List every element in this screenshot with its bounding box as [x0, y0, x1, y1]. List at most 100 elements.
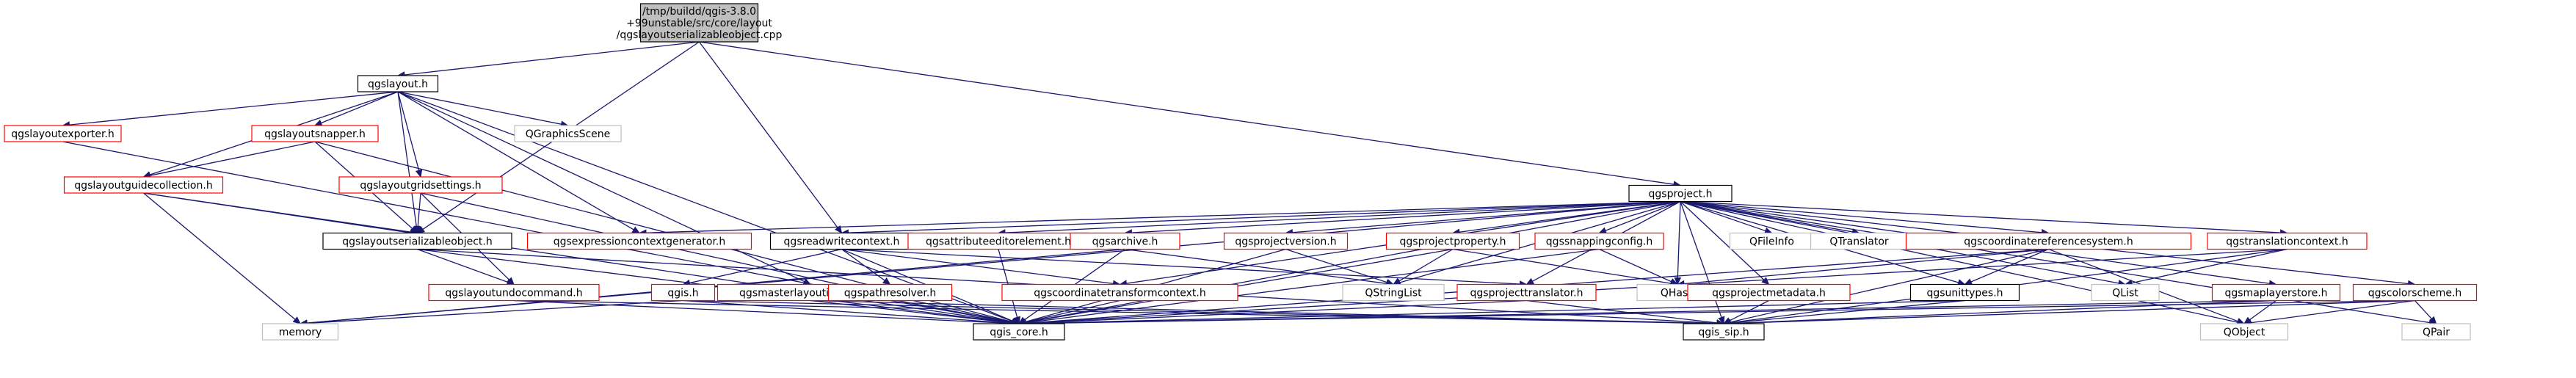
edge-line — [306, 299, 683, 324]
node-qobject[interactable]: QObject — [2199, 323, 2289, 341]
node-box — [1534, 232, 1664, 250]
edge-line — [1680, 200, 2238, 323]
node-qgsattributeeditorelement[interactable]: qgsattributeeditorelement.h — [907, 232, 1089, 250]
node-qgslayoutundocommand[interactable]: qgslayoutundocommand.h — [428, 283, 600, 302]
node-box — [1905, 232, 2192, 250]
edge-line — [1730, 299, 1965, 324]
node-label: qgsreadwritecontext.h — [784, 236, 900, 248]
node-qgsarchive[interactable]: qgsarchive.h — [1070, 232, 1180, 250]
edge-line — [1025, 248, 1600, 324]
node-qstringlist[interactable]: QStringList — [1342, 283, 1445, 302]
node-qgslayoutserializableobject[interactable]: qgslayoutserializableobject.h — [322, 232, 512, 250]
edge-line — [1459, 200, 1681, 233]
node-qgssnappingconfig[interactable]: qgssnappingconfig.h — [1534, 232, 1664, 250]
node-box — [1001, 283, 1238, 302]
dependency-edge — [2243, 299, 2415, 327]
edge-line — [698, 41, 838, 228]
node-qgsproject[interactable]: qgsproject.h — [1628, 184, 1733, 203]
node-label: qgslayoutexporter.h — [11, 128, 115, 140]
edge-arrowhead — [1718, 316, 1725, 325]
node-box — [526, 232, 752, 250]
node-box — [357, 75, 439, 92]
dependency-edge — [143, 192, 1020, 327]
node-qgslayoutsnapper[interactable]: qgslayoutsnapper.h — [251, 125, 379, 142]
node-qgslayout[interactable]: qgslayout.h — [357, 75, 439, 92]
edge-line — [397, 91, 1013, 322]
node-label: QStringList — [1365, 288, 1422, 299]
edge-line — [1025, 299, 1120, 323]
node-qgsprojectmetadata[interactable]: qgsprojectmetadata.h — [1687, 283, 1851, 302]
edge-line — [1683, 248, 2049, 285]
edge-line — [683, 299, 1718, 324]
edge-line — [1025, 299, 1965, 324]
node-qtranslator[interactable]: QTranslator — [1810, 232, 1909, 250]
node-label: qgsprojecttranslator.h — [1470, 288, 1583, 299]
node-qgis[interactable]: qgis.h — [650, 283, 716, 302]
node-qgsunittypes[interactable]: qgsunittypes.h — [1909, 283, 2020, 302]
node-label: qgis_core.h — [990, 327, 1048, 338]
dependency-edge — [299, 299, 683, 327]
node-box — [1223, 232, 1349, 250]
node-qgsprojecttranslator[interactable]: qgsprojecttranslator.h — [1456, 283, 1597, 302]
dependency-edge — [1680, 201, 1725, 325]
edge-line — [1025, 299, 1527, 324]
node-box — [1909, 283, 2020, 302]
node-qgspathresolver[interactable]: qgspathresolver.h — [827, 283, 953, 302]
node-qgraphicsscene[interactable]: QGraphicsScene — [514, 125, 622, 142]
node-qgslayoutguidecollection[interactable]: qgslayoutguidecollection.h — [63, 176, 224, 194]
node-qgsexpressioncontextgenerator[interactable]: qgsexpressioncontextgenerator.h — [526, 232, 752, 250]
node-label: qgspathresolver.h — [844, 288, 936, 299]
node-label: /qgslayoutserializableobject.cpp — [617, 29, 783, 41]
node-qgscoordinatereferencesystem[interactable]: qgscoordinatereferencesystem.h — [1905, 232, 2192, 250]
node-label: qgis_sip.h — [1698, 327, 1749, 338]
dependency-edge — [397, 91, 420, 234]
node-qgsreadwritecontext[interactable]: qgsreadwritecontext.h — [769, 232, 914, 250]
dependency-edge — [1285, 248, 1395, 286]
dependency-edge — [841, 248, 1528, 288]
node-qgscolorscheme[interactable]: qgscolorscheme.h — [2352, 283, 2478, 302]
node-qgscoordinatetransformcontext[interactable]: qgscoordinatetransformcontext.h — [1001, 283, 1238, 302]
edge-line — [1730, 299, 2415, 324]
edge-line — [1025, 200, 1681, 324]
node-box — [1456, 283, 1597, 302]
edge-line — [417, 248, 508, 283]
node-qgsprojectversion[interactable]: qgsprojectversion.h — [1223, 232, 1349, 250]
edge-line — [810, 299, 1718, 324]
node-qpair[interactable]: QPair — [2401, 323, 2471, 341]
edge-line — [699, 41, 1675, 185]
node-qgslayoutexporter[interactable]: qgslayoutexporter.h — [4, 125, 122, 142]
node-qlist[interactable]: QList — [2091, 283, 2160, 302]
edge-arrowhead — [882, 277, 891, 286]
node-label: QFileInfo — [1749, 236, 1794, 248]
node-box — [4, 125, 122, 142]
node-memory[interactable]: memory — [261, 323, 339, 341]
edge-line — [1131, 200, 1681, 233]
dependency-edge — [1598, 200, 1681, 234]
edge-arrowhead — [1964, 278, 1973, 286]
edge-line — [1025, 248, 1454, 324]
edge-line — [397, 91, 634, 230]
node-box — [973, 323, 1065, 341]
node-box — [1687, 283, 1851, 302]
node-root[interactable]: /tmp/buildd/qgis-3.8.0+99unstable/src/co… — [617, 3, 783, 43]
node-qgsmaplayerstore[interactable]: qgsmaplayerstore.h — [2211, 283, 2341, 302]
node-box — [1385, 232, 1520, 250]
edge-arrowhead — [1761, 277, 1770, 286]
node-qgslayoutgridsettings[interactable]: qgslayoutgridsettings.h — [338, 176, 503, 194]
node-label: qgslayoutsnapper.h — [264, 128, 366, 140]
node-box — [2352, 283, 2478, 302]
node-qgis-sip[interactable]: qgis_sip.h — [1683, 323, 1765, 341]
node-qgsprojectproperty[interactable]: qgsprojectproperty.h — [1385, 232, 1520, 250]
node-label: qgstranslationcontext.h — [2226, 236, 2348, 248]
edge-line — [513, 299, 1013, 324]
node-label: QGraphicsScene — [526, 128, 611, 140]
node-label: qgslayoutguidecollection.h — [74, 180, 212, 192]
node-qgis-core[interactable]: qgis_core.h — [973, 323, 1065, 341]
node-qgstranslationcontext[interactable]: qgstranslationcontext.h — [2207, 232, 2368, 250]
nodes-layer: /tmp/buildd/qgis-3.8.0+99unstable/src/co… — [4, 3, 2478, 341]
node-box — [2207, 232, 2368, 250]
edge-arrowhead — [631, 226, 641, 234]
node-qfileinfo[interactable]: QFileInfo — [1729, 232, 1815, 250]
edge-line — [1452, 248, 1672, 284]
